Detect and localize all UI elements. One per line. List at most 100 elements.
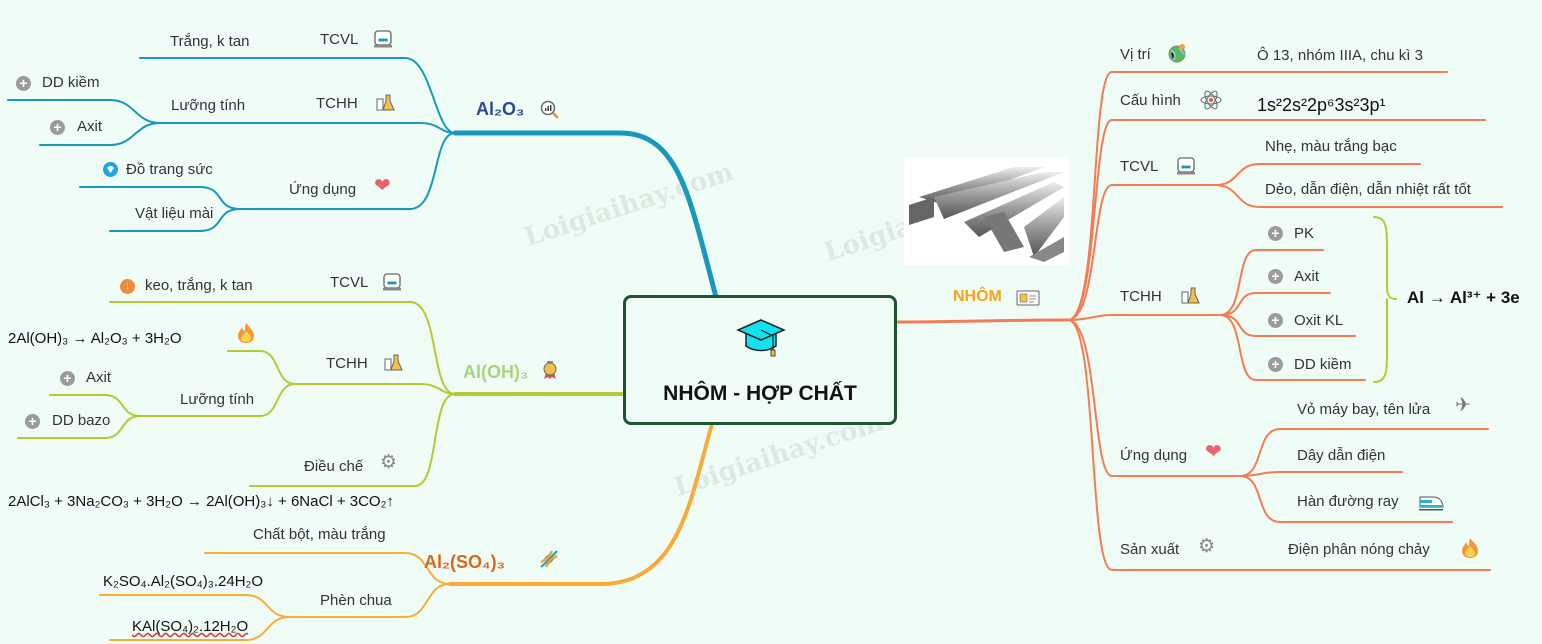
main-branch-al2o3 bbox=[452, 130, 719, 300]
newtons-cradle-icon bbox=[1177, 157, 1195, 175]
node-text[interactable]: DD bazo bbox=[52, 412, 111, 429]
node-text[interactable]: Ô 13, nhóm IIIA, chu kì 3 bbox=[1257, 47, 1423, 64]
branch-line bbox=[1067, 319, 1241, 477]
branch-line bbox=[99, 594, 291, 618]
node-text[interactable]: Axit bbox=[86, 369, 112, 386]
node-text[interactable]: Vỏ máy bay, tên lửa bbox=[1297, 401, 1431, 418]
node-text[interactable]: Đồ trang sức bbox=[126, 161, 213, 178]
node-text[interactable]: Lưỡng tính bbox=[180, 391, 255, 408]
central-topic-title: NHÔM - HỢP CHẤT bbox=[663, 382, 857, 405]
branch-line bbox=[39, 122, 161, 146]
branch-line bbox=[17, 415, 141, 439]
node-dieu-che[interactable]: Điều chế bbox=[304, 458, 364, 475]
node-tcvl[interactable]: TCVL bbox=[330, 274, 369, 291]
flask-icon bbox=[384, 354, 403, 371]
topic-nhom[interactable]: NHÔM bbox=[953, 288, 1002, 305]
dna-icon bbox=[540, 550, 558, 568]
graduation-cap-icon bbox=[736, 319, 786, 357]
branch-line bbox=[1239, 428, 1489, 477]
flask-icon bbox=[1181, 287, 1200, 304]
node-ung-dung[interactable]: Ứng dụng bbox=[289, 181, 357, 198]
node-text[interactable]: keo, trắng, k tan bbox=[145, 277, 253, 294]
node-text[interactable]: Dây dẫn điện bbox=[1297, 447, 1386, 464]
branch-line bbox=[1214, 184, 1503, 208]
node-phen-chua[interactable]: Phèn chua bbox=[320, 592, 392, 609]
plus-icon[interactable]: + bbox=[60, 371, 75, 386]
fire-icon bbox=[238, 323, 254, 343]
branch-line bbox=[204, 552, 451, 585]
main-branch-nhom bbox=[895, 318, 1070, 324]
brace bbox=[1373, 216, 1397, 383]
branch-line bbox=[1219, 314, 1356, 337]
node-text[interactable]: Hàn đường ray bbox=[1297, 493, 1399, 510]
plus-icon[interactable]: + bbox=[50, 120, 65, 135]
branch-line bbox=[109, 616, 291, 641]
electron-config[interactable]: 1s²2s²2p⁶3s²3p¹ bbox=[1257, 95, 1386, 115]
node-tcvl[interactable]: TCVL bbox=[320, 31, 359, 48]
branch-line bbox=[249, 393, 456, 487]
newtons-cradle-icon bbox=[383, 273, 401, 291]
node-text[interactable]: PK bbox=[1294, 225, 1315, 242]
airplane-icon: ✈ bbox=[1455, 395, 1471, 416]
node-cau-hinh[interactable]: Cấu hình bbox=[1120, 92, 1181, 109]
plus-icon[interactable]: + bbox=[1268, 269, 1283, 284]
branch-line bbox=[294, 383, 456, 395]
node-text[interactable]: Vật liệu mài bbox=[135, 205, 214, 222]
node-text[interactable]: Axit bbox=[77, 118, 103, 135]
gears-icon: ⚙ bbox=[380, 452, 398, 473]
plus-icon[interactable]: + bbox=[1268, 357, 1283, 372]
node-text[interactable]: Dẻo, dẫn điện, dẫn nhiệt rất tốt bbox=[1265, 181, 1471, 198]
central-topic[interactable]: NHÔM - HỢP CHẤT bbox=[623, 295, 897, 425]
gears-icon: ⚙ bbox=[1198, 536, 1216, 557]
formula-alum-2[interactable]: KAl(SO₄)₂.12H₂O bbox=[132, 618, 249, 635]
plus-icon[interactable]: + bbox=[16, 76, 31, 91]
branch-line bbox=[109, 208, 241, 232]
node-tchh[interactable]: TCHH bbox=[326, 355, 368, 372]
train-icon bbox=[1419, 496, 1444, 511]
node-text[interactable]: Axit bbox=[1294, 268, 1320, 285]
plus-icon[interactable]: + bbox=[1268, 226, 1283, 241]
node-text[interactable]: Oxit KL bbox=[1294, 312, 1344, 329]
branch-line bbox=[1067, 314, 1221, 321]
aluminum-profiles-image bbox=[904, 157, 1069, 265]
main-branch-al2so43 bbox=[448, 422, 714, 586]
id-card-icon bbox=[1016, 290, 1040, 306]
branch-line bbox=[139, 383, 296, 417]
branch-line bbox=[289, 583, 451, 618]
node-text[interactable]: Trắng, k tan bbox=[170, 33, 250, 50]
node-text[interactable]: DD kiềm bbox=[1294, 356, 1352, 373]
node-text[interactable]: DD kiềm bbox=[42, 74, 100, 91]
branch-line bbox=[139, 57, 456, 134]
node-tchh[interactable]: TCHH bbox=[1120, 288, 1162, 305]
node-ung-dung[interactable]: Ứng dụng bbox=[1120, 447, 1188, 464]
branch-line bbox=[227, 350, 296, 385]
node-text[interactable]: Chất bột, màu trắng bbox=[253, 526, 386, 543]
branch-line bbox=[1239, 475, 1453, 523]
branch-line bbox=[1214, 163, 1421, 186]
node-tchh[interactable]: TCHH bbox=[316, 95, 358, 112]
topic-al2so43[interactable]: Al₂(SO₄)₃ bbox=[424, 552, 505, 572]
medal-icon bbox=[543, 361, 557, 379]
node-vi-tri[interactable]: Vị trí bbox=[1120, 46, 1151, 63]
equation-decomposition[interactable]: 2Al(OH)₃ → Al₂O₃ + 3H₂O bbox=[8, 330, 182, 347]
formula-alum[interactable]: K₂SO₄.Al₂(SO₄)₃.24H₂O bbox=[103, 573, 264, 590]
branch-line bbox=[79, 186, 241, 210]
plus-icon[interactable]: + bbox=[1268, 313, 1283, 328]
plus-icon[interactable]: + bbox=[25, 414, 40, 429]
oxidation-summary[interactable]: Al → Al³⁺ + 3e bbox=[1407, 288, 1520, 307]
branch-line bbox=[239, 132, 456, 210]
branch-line bbox=[1067, 184, 1216, 321]
branch-line bbox=[109, 301, 456, 395]
node-tcvl[interactable]: TCVL bbox=[1120, 158, 1159, 175]
node-text[interactable]: Điện phân nóng chảy bbox=[1288, 541, 1430, 558]
branch-line bbox=[1067, 319, 1491, 571]
topic-aloh3[interactable]: Al(OH)₃ bbox=[463, 362, 529, 382]
node-text[interactable]: Lưỡng tính bbox=[171, 97, 246, 114]
topic-al2o3[interactable]: Al₂O₃ bbox=[476, 99, 525, 119]
branch-line bbox=[7, 99, 161, 124]
node-san-xuat[interactable]: Sản xuất bbox=[1120, 541, 1180, 558]
heart-icon: ❤ bbox=[1205, 441, 1222, 463]
node-text[interactable]: Nhẹ, màu trắng bạc bbox=[1265, 138, 1397, 155]
equation-preparation[interactable]: 2AlCl₃ + 3Na₂CO₃ + 3H₂O → 2Al(OH)₃↓ + 6N… bbox=[8, 493, 394, 510]
branch-line bbox=[1219, 249, 1324, 316]
